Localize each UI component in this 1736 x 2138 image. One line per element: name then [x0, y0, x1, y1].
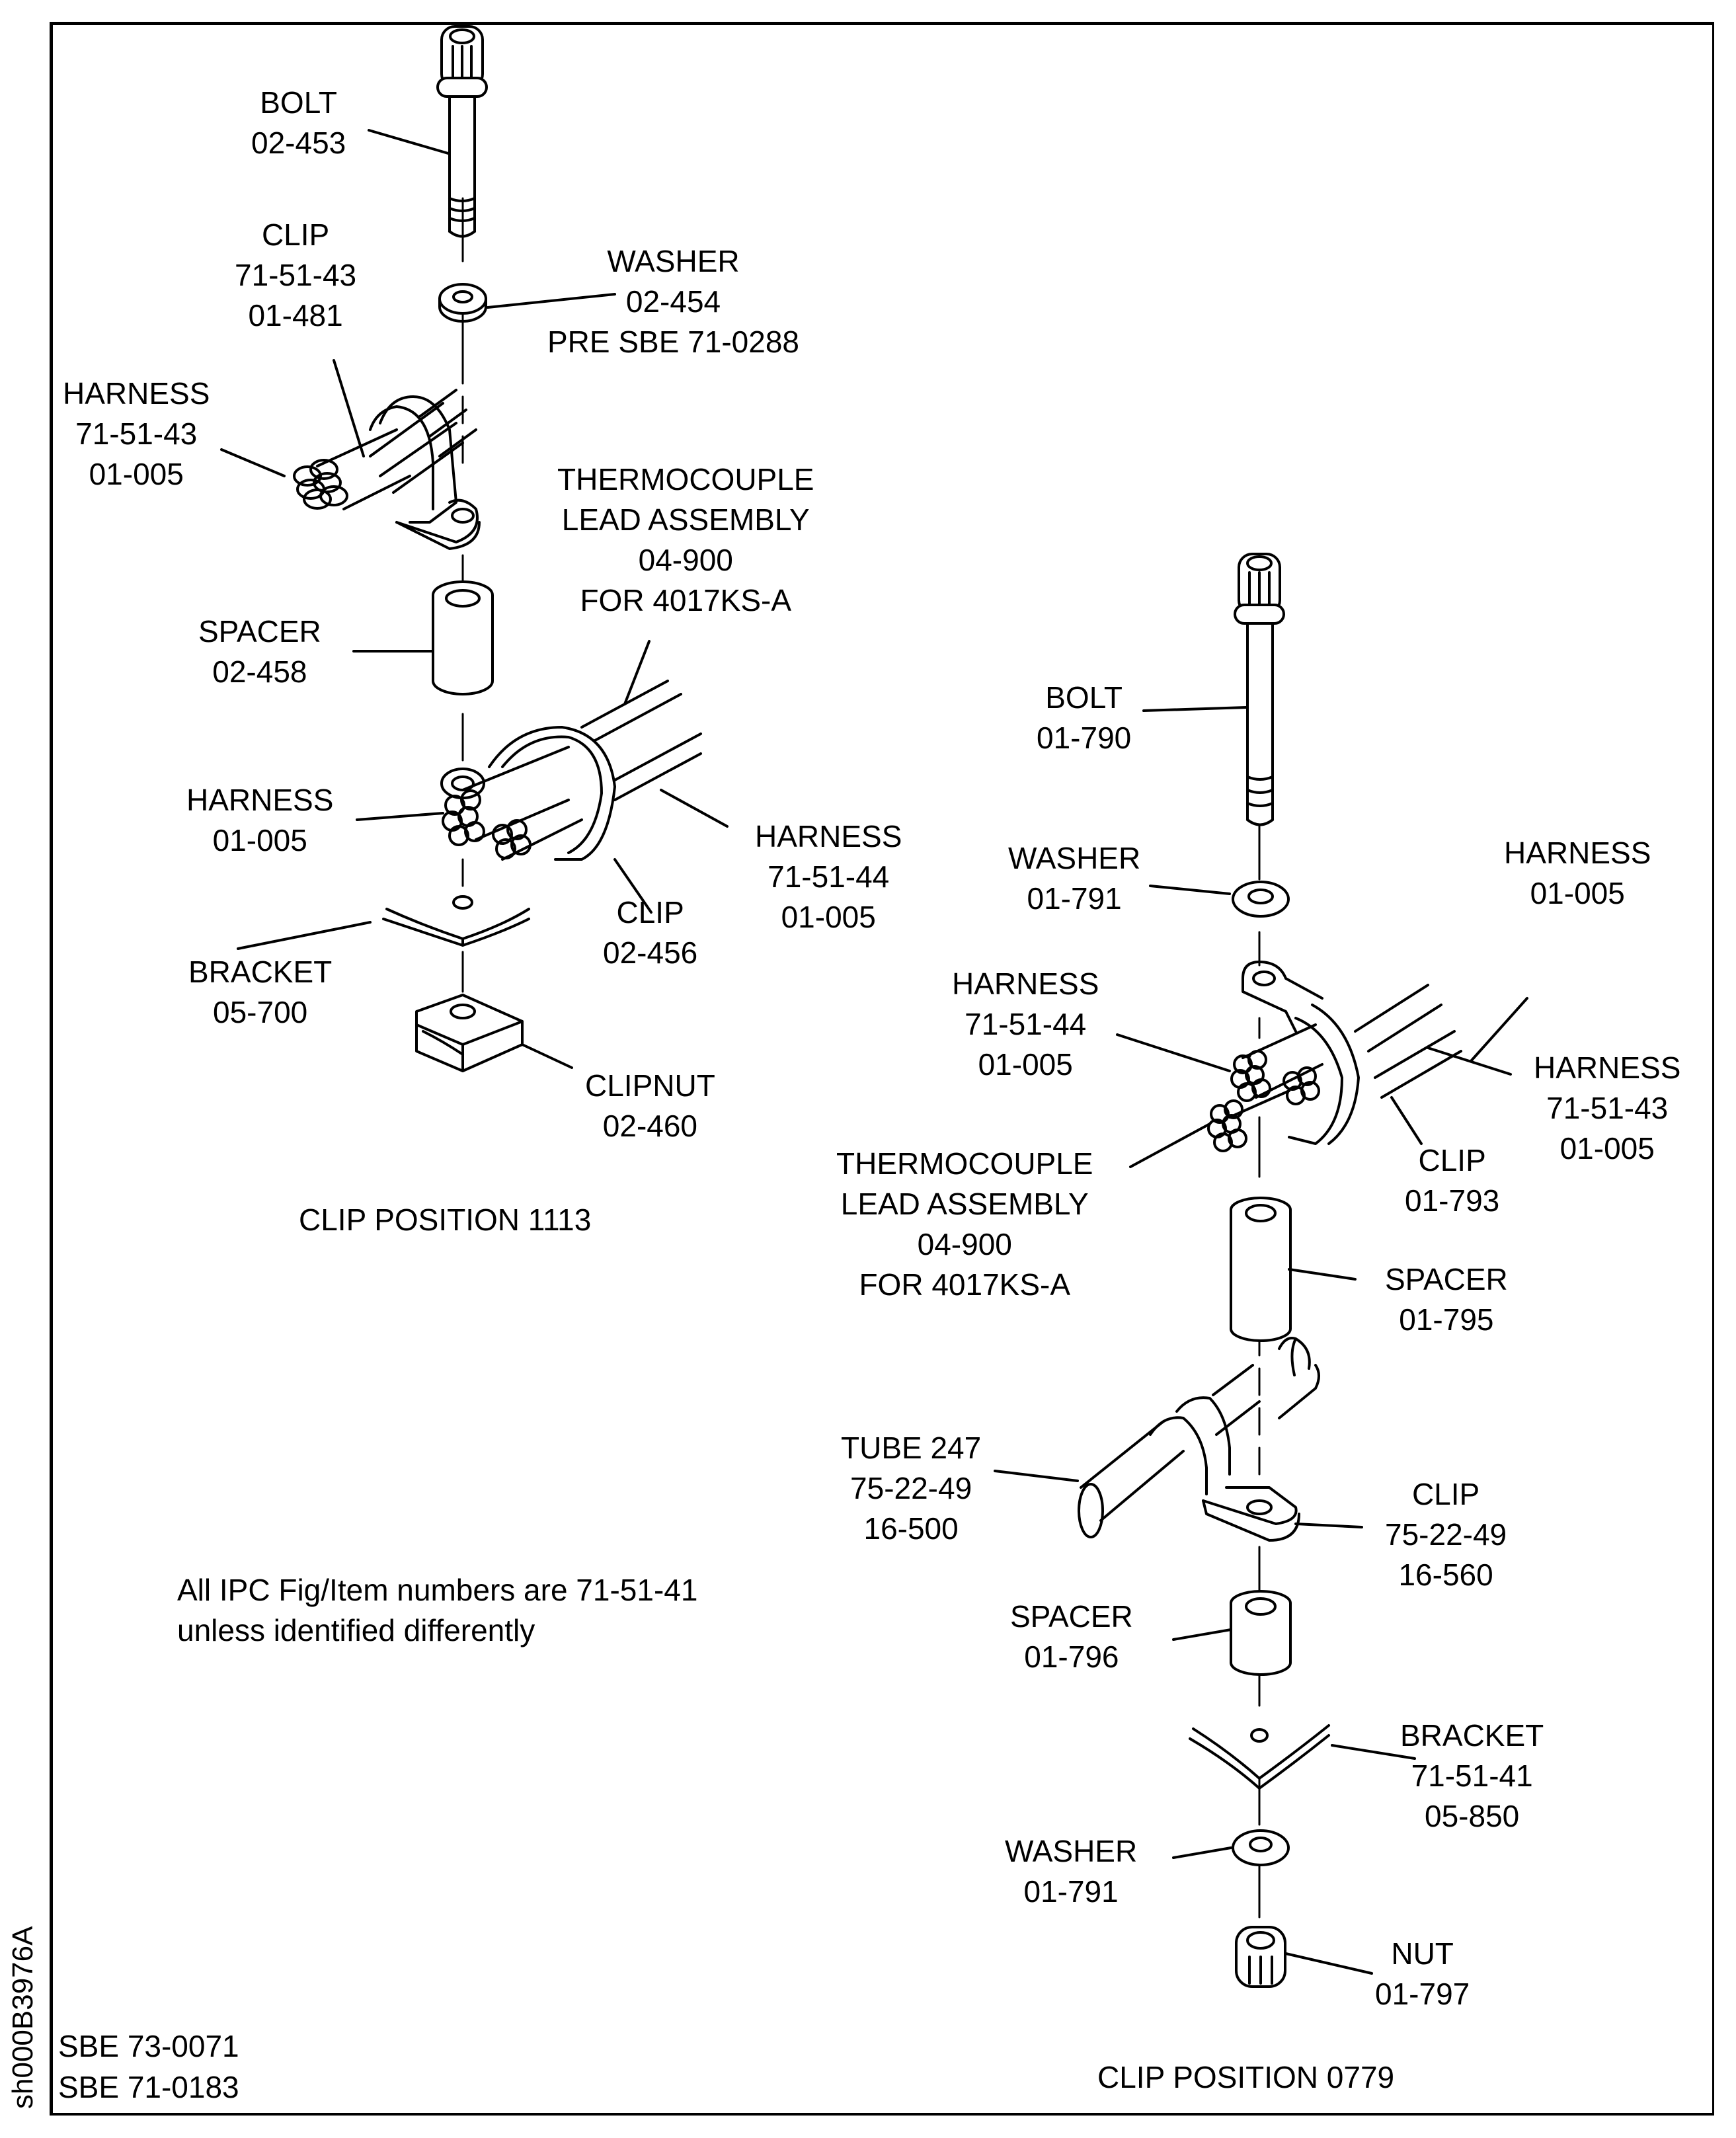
bolt-leader	[1142, 706, 1247, 712]
spacer-icon	[432, 580, 494, 695]
caption-clip-position-1113: CLIP POSITION 1113	[299, 1203, 592, 1237]
spacer-icon	[1230, 1197, 1292, 1342]
tube-clip-icon	[1078, 1337, 1320, 1542]
bolt-icon	[436, 25, 488, 238]
bolt-leader	[368, 129, 450, 155]
tube-leader	[994, 1470, 1079, 1482]
washer-icon	[1232, 1829, 1290, 1866]
clip-leader	[1390, 1096, 1423, 1145]
washer-icon	[438, 283, 487, 323]
nut-leader	[1284, 1952, 1373, 1975]
harness-right-leader	[660, 789, 729, 828]
bracket-icon	[382, 895, 530, 947]
washer-upper-leader	[1149, 885, 1231, 895]
bracket-leader	[1331, 1744, 1416, 1760]
harness-clip-lower-icon	[440, 680, 702, 861]
washer-lower-leader	[1172, 1846, 1232, 1859]
sbe-71-0183: SBE 71-0183	[58, 2070, 239, 2104]
harness-top-leader	[1470, 997, 1528, 1062]
nut-icon	[1235, 1926, 1286, 1988]
washer-icon	[1232, 881, 1290, 918]
drawing-border	[50, 22, 1714, 2116]
clip-upper-leader	[333, 359, 365, 457]
harness-clip-icon	[1207, 961, 1462, 1152]
bracket-icon	[1189, 1724, 1330, 1790]
washer-leader	[487, 293, 616, 309]
right-assembly-drawing	[994, 553, 1528, 1988]
spacer-upper-leader	[1288, 1268, 1357, 1281]
sbe-73-0071: SBE 73-0071	[58, 2029, 239, 2063]
harness-left-leader	[356, 812, 444, 821]
clipnut-icon	[415, 994, 524, 1072]
left-assembly-drawing	[220, 25, 729, 1072]
harness-upper-leader	[220, 448, 286, 477]
thermocouple-leader	[1129, 1123, 1211, 1168]
harness-clip-upper-icon	[293, 389, 481, 550]
harness-left-leader	[1116, 1033, 1231, 1072]
bracket-leader	[237, 921, 372, 950]
tube-clip-leader	[1294, 1523, 1363, 1528]
clipnut-leader	[521, 1043, 573, 1069]
clip-lower-leader	[613, 858, 652, 914]
bolt-icon	[1234, 553, 1285, 826]
spacer-icon	[1230, 1590, 1292, 1676]
harness-right-leader	[1427, 1047, 1512, 1076]
thermocouple-leader	[623, 640, 651, 705]
drawing-id: sh000B3976A	[7, 1926, 39, 2109]
caption-clip-position-0779: CLIP POSITION 0779	[1097, 2060, 1395, 2094]
spacer-lower-leader	[1172, 1628, 1232, 1641]
